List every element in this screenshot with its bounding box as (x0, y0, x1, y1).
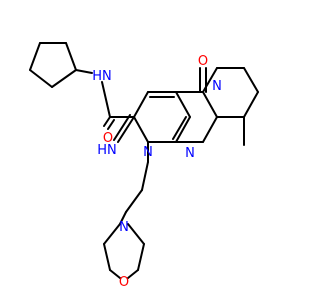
morpholine-nitrogen-label: N (119, 220, 129, 235)
bond (172, 116, 187, 140)
bond (65, 42, 77, 71)
bond (107, 119, 115, 130)
amide-oxygen-label: O (103, 131, 113, 146)
bond (141, 161, 149, 191)
bond (103, 223, 121, 245)
bond (133, 116, 149, 143)
bond (175, 91, 191, 118)
bond (75, 69, 93, 74)
imine-nh-label: HN (97, 143, 117, 158)
bond (202, 67, 218, 93)
bond (125, 189, 143, 213)
bond (175, 116, 191, 143)
bond (117, 116, 135, 143)
bond (103, 116, 111, 127)
bond (101, 81, 111, 118)
bond (127, 269, 139, 279)
molecule-canvas: HN O HN N N N O N O (0, 0, 300, 300)
bond (103, 243, 111, 271)
ring-nitrogen-1-label: N (143, 145, 153, 160)
bond (133, 91, 149, 118)
bond (29, 42, 41, 71)
bridge-nitrogen-label: N (185, 146, 195, 161)
bond (127, 223, 145, 245)
bond (202, 116, 218, 143)
bond (109, 269, 121, 279)
molecule-structure: HN O HN N N N O N O (0, 0, 300, 300)
atom-labels: HN O HN N N N O N O (92, 54, 222, 290)
bond (202, 91, 218, 118)
bond (51, 69, 77, 88)
morpholine-oxygen-label: O (119, 275, 129, 290)
bond (29, 69, 53, 88)
bond (243, 91, 259, 118)
pyrido-nitrogen-label: N (212, 79, 222, 94)
background (0, 0, 300, 300)
ketone-oxygen-label: O (198, 54, 208, 69)
bond (243, 67, 259, 93)
bond (113, 114, 131, 141)
bonds (29, 42, 259, 279)
bond (137, 243, 145, 271)
bond (119, 211, 127, 225)
amide-nh-label: HN (92, 69, 112, 84)
